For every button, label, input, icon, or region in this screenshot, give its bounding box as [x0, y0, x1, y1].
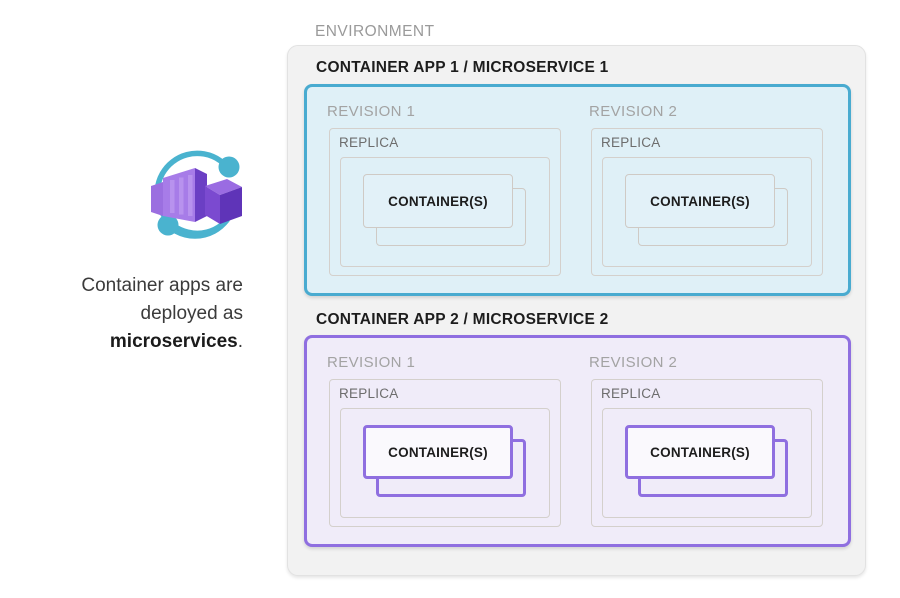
azure-container-apps-icon: [143, 142, 251, 250]
caption-emphasis: microservices: [109, 331, 238, 352]
app1-revision-2-replica: REPLICA CONTAINER(S): [591, 128, 823, 276]
app1-revision-1-container-label: CONTAINER(S): [388, 193, 488, 209]
app2-revision-1-replica: REPLICA CONTAINER(S): [329, 379, 561, 527]
app2-revision-1-replica-label: REPLICA: [339, 386, 399, 401]
app1-revision-1-replica-label: REPLICA: [339, 135, 399, 150]
app1-revision-1-replica: REPLICA CONTAINER(S): [329, 128, 561, 276]
app1-revision-2-container-label: CONTAINER(S): [650, 193, 750, 209]
app2-revision-1-replica-inner: CONTAINER(S): [340, 408, 550, 518]
environment-label: ENVIRONMENT: [315, 23, 435, 40]
app2-revision-2-container-label: CONTAINER(S): [650, 444, 750, 460]
app1-revision-1: REVISION 1 REPLICA CONTAINER(S): [317, 95, 575, 285]
app1-revision-2: REVISION 2 REPLICA CONTAINER(S): [579, 95, 837, 285]
caption-period: .: [237, 331, 243, 352]
container-app-2-box: REVISION 1 REPLICA CONTAINER(S) REVISION…: [304, 335, 851, 547]
app1-revision-2-replica-label: REPLICA: [601, 135, 661, 150]
app2-revision-2-replica-label: REPLICA: [601, 386, 661, 401]
caption-line-2: deployed as: [140, 303, 243, 324]
app2-revision-1: REVISION 1 REPLICA CONTAINER(S): [317, 346, 575, 536]
app2-revision-2-container-front: CONTAINER(S): [625, 425, 775, 479]
left-panel: Container apps are deployed as microserv…: [0, 0, 287, 598]
app2-revision-2-replica: REPLICA CONTAINER(S): [591, 379, 823, 527]
app1-revision-1-container-front: CONTAINER(S): [363, 174, 513, 228]
app1-revision-1-replica-inner: CONTAINER(S): [340, 157, 550, 267]
app2-revision-1-container-front: CONTAINER(S): [363, 425, 513, 479]
caption-line-1: Container apps are: [81, 275, 243, 296]
app2-revision-2-replica-inner: CONTAINER(S): [602, 408, 812, 518]
app1-revision-2-replica-inner: CONTAINER(S): [602, 157, 812, 267]
caption-text: Container apps are deployed as microserv…: [28, 272, 243, 356]
app1-revision-2-container-front: CONTAINER(S): [625, 174, 775, 228]
app2-revision-1-container-label: CONTAINER(S): [388, 444, 488, 460]
app1-revision-1-label: REVISION 1: [327, 103, 416, 120]
app2-revision-2-label: REVISION 2: [589, 354, 678, 371]
app2-revision-1-label: REVISION 1: [327, 354, 416, 371]
container-app-1-box: REVISION 1 REPLICA CONTAINER(S) REVISION…: [304, 84, 851, 296]
app1-revision-2-label: REVISION 2: [589, 103, 678, 120]
container-app-2-heading: CONTAINER APP 2 / MICROSERVICE 2: [316, 311, 609, 328]
container-app-1-heading: CONTAINER APP 1 / MICROSERVICE 1: [316, 59, 609, 76]
app2-revision-2: REVISION 2 REPLICA CONTAINER(S): [579, 346, 837, 536]
environment-box: CONTAINER APP 1 / MICROSERVICE 1 REVISIO…: [287, 45, 866, 576]
